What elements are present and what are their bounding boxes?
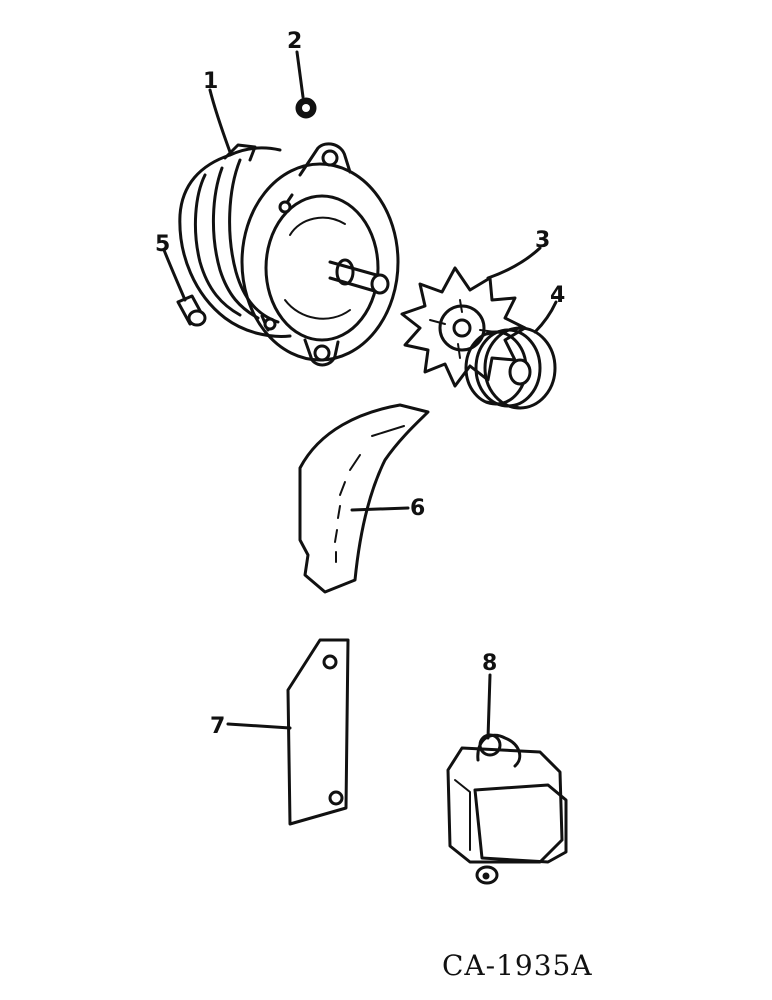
callout-8: 8: [482, 651, 497, 676]
leader-2: [295, 50, 305, 99]
leader-lines: [162, 50, 558, 740]
voltage-regulator-part: [446, 733, 568, 885]
spacer-part: [176, 294, 207, 327]
leader-6: [350, 506, 410, 512]
leader-8: [486, 673, 492, 740]
callout-2: 2: [287, 29, 302, 54]
leader-7: [226, 722, 292, 730]
leader-3: [486, 246, 542, 280]
leader-1: [208, 88, 232, 154]
adjusting-bracket-part: [298, 403, 430, 594]
callout-4: 4: [550, 283, 565, 308]
fan-part: [400, 266, 527, 388]
callout-7: 7: [210, 714, 225, 739]
callout-labels: 1 2 3 4 5 6 7 8: [155, 29, 565, 739]
callout-5: 5: [155, 232, 170, 257]
leader-4: [533, 300, 558, 334]
callout-6: 6: [410, 496, 425, 521]
nut-part: [295, 97, 317, 119]
pulley-part: [464, 326, 557, 410]
mounting-plate-part: [286, 638, 350, 826]
callout-3: 3: [535, 228, 550, 253]
alternator-part: [178, 142, 400, 367]
drawing-number: CA-1935A: [442, 949, 593, 982]
callout-1: 1: [203, 69, 218, 94]
leader-5: [162, 248, 187, 302]
